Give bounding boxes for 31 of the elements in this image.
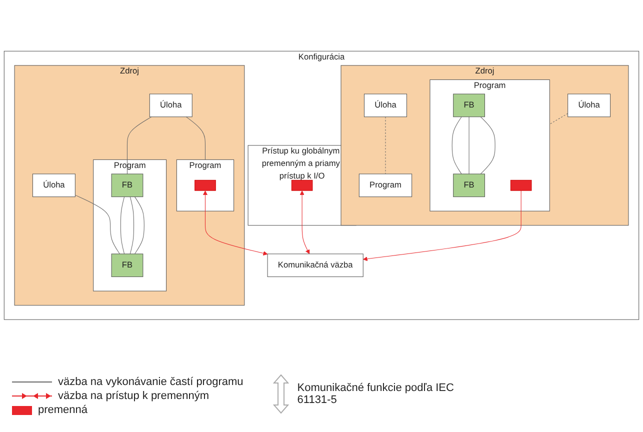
connector — [385, 116, 386, 174]
connector — [549, 112, 568, 124]
legend-text: premenná — [38, 404, 88, 416]
node-box: Úloha — [149, 93, 192, 117]
connector — [134, 196, 144, 254]
arrow — [300, 190, 310, 254]
cluster: Program — [176, 159, 234, 211]
connector — [468, 116, 470, 174]
node-box: FB — [111, 253, 144, 277]
node-box: FB — [111, 173, 144, 197]
connector — [480, 116, 496, 174]
connector — [120, 196, 125, 254]
note-text: Komunikačné funkcie podľa IEC 61131-5 — [297, 382, 455, 406]
node-box: Program — [358, 173, 412, 197]
connector — [130, 196, 134, 254]
legend-text: väzba na prístup k premenným — [58, 390, 210, 402]
node-box: Úloha — [32, 173, 76, 197]
connector — [74, 194, 120, 254]
connector — [186, 116, 206, 160]
node-box: Komunikačná väzba — [267, 253, 364, 277]
node-box: Úloha — [364, 93, 407, 117]
arrow — [202, 190, 268, 256]
node-box — [291, 180, 313, 190]
arrow — [362, 190, 522, 261]
node-box: Úloha — [568, 93, 611, 117]
node-box: FB — [453, 93, 485, 117]
legend-text: väzba na vykonávanie častí programu — [58, 376, 244, 388]
connector — [452, 116, 462, 174]
node-box: FB — [453, 173, 485, 197]
node-box — [194, 180, 216, 190]
node-box — [510, 180, 532, 190]
